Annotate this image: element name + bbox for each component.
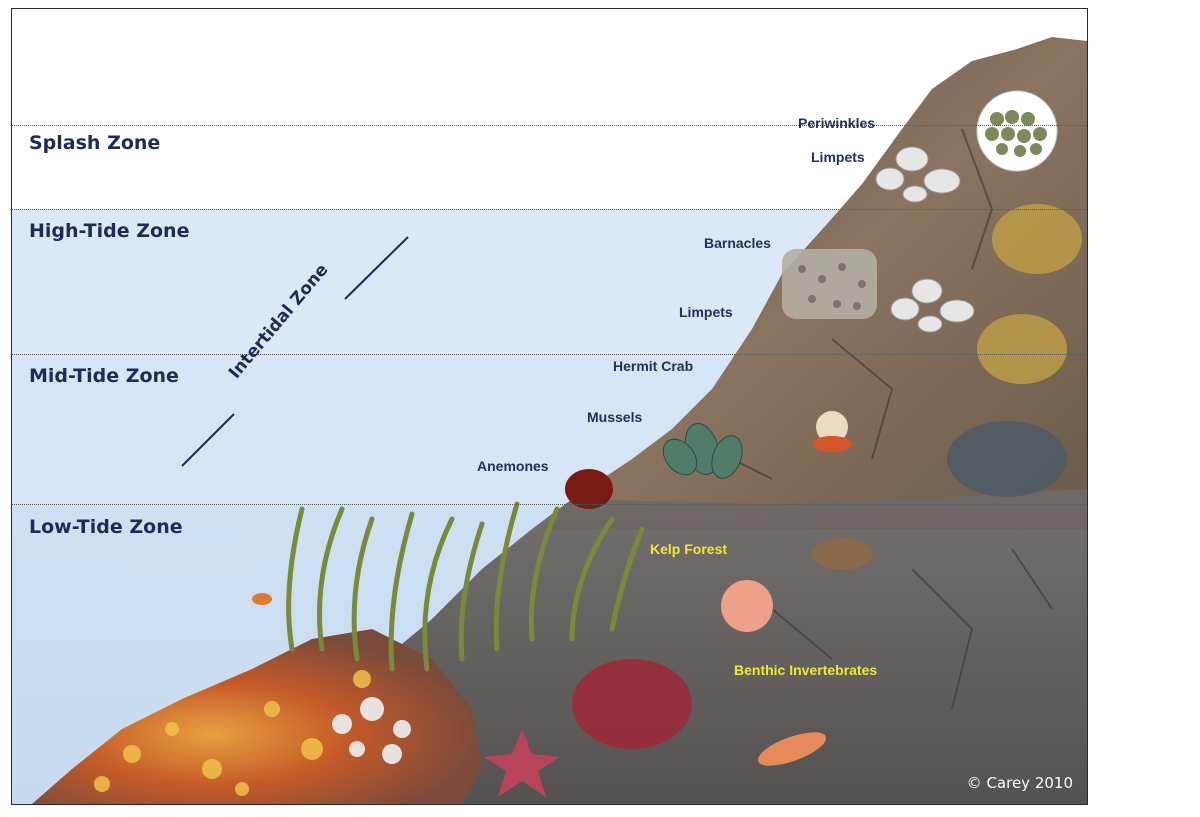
- barnacle-dots: [798, 263, 866, 310]
- seaweed-dark: [947, 421, 1067, 497]
- fish: [252, 593, 272, 605]
- low-tide-zone-label: Low-Tide Zone: [29, 516, 183, 538]
- pink-anemone: [721, 580, 773, 632]
- anemones-label: Anemones: [477, 458, 549, 474]
- benthic-invertebrates-label: Benthic Invertebrates: [734, 662, 878, 678]
- coral-reef: [32, 629, 482, 804]
- anemone: [565, 469, 613, 509]
- sea-star: [484, 729, 560, 797]
- shore-illustration: [32, 37, 1087, 804]
- barnacle-patch: [782, 249, 877, 319]
- intertidal-diagram: Splash Zone High-Tide Zone Mid-Tide Zone…: [11, 8, 1088, 805]
- mussels-label: Mussels: [587, 409, 643, 425]
- mid-tide-divider: [12, 354, 1087, 355]
- kelp-forest: [286, 501, 645, 672]
- limpets-upper: [875, 146, 961, 203]
- kelp-forest-label: Kelp Forest: [650, 541, 728, 557]
- hermit-crab: [812, 411, 852, 452]
- barnacles-label: Barnacles: [704, 235, 771, 251]
- limpets-lower: [890, 278, 975, 333]
- high-tide-divider: [12, 209, 1087, 210]
- urchin-cluster: [572, 659, 692, 749]
- mid-tide-zone-label: Mid-Tide Zone: [29, 365, 179, 387]
- high-tide-zone-label: High-Tide Zone: [29, 220, 190, 242]
- hermit-crab-label: Hermit Crab: [613, 358, 694, 374]
- rockweed: [977, 204, 1082, 384]
- splash-divider: [12, 125, 1087, 126]
- periwinkles-label: Periwinkles: [798, 115, 876, 131]
- limpets-lower-label: Limpets: [679, 304, 733, 320]
- low-tide-divider: [12, 504, 1087, 505]
- limpets-upper-label: Limpets: [811, 149, 865, 165]
- copyright-notice: © Carey 2010: [966, 774, 1073, 792]
- mussels: [662, 423, 743, 479]
- crab: [812, 538, 872, 570]
- white-coral: [332, 697, 411, 764]
- splash-zone-label: Splash Zone: [29, 132, 161, 154]
- nudibranch: [757, 732, 827, 766]
- periwinkle-shells: [985, 110, 1047, 157]
- coral-dots: [94, 670, 371, 796]
- intertidal-indicator: [181, 236, 409, 467]
